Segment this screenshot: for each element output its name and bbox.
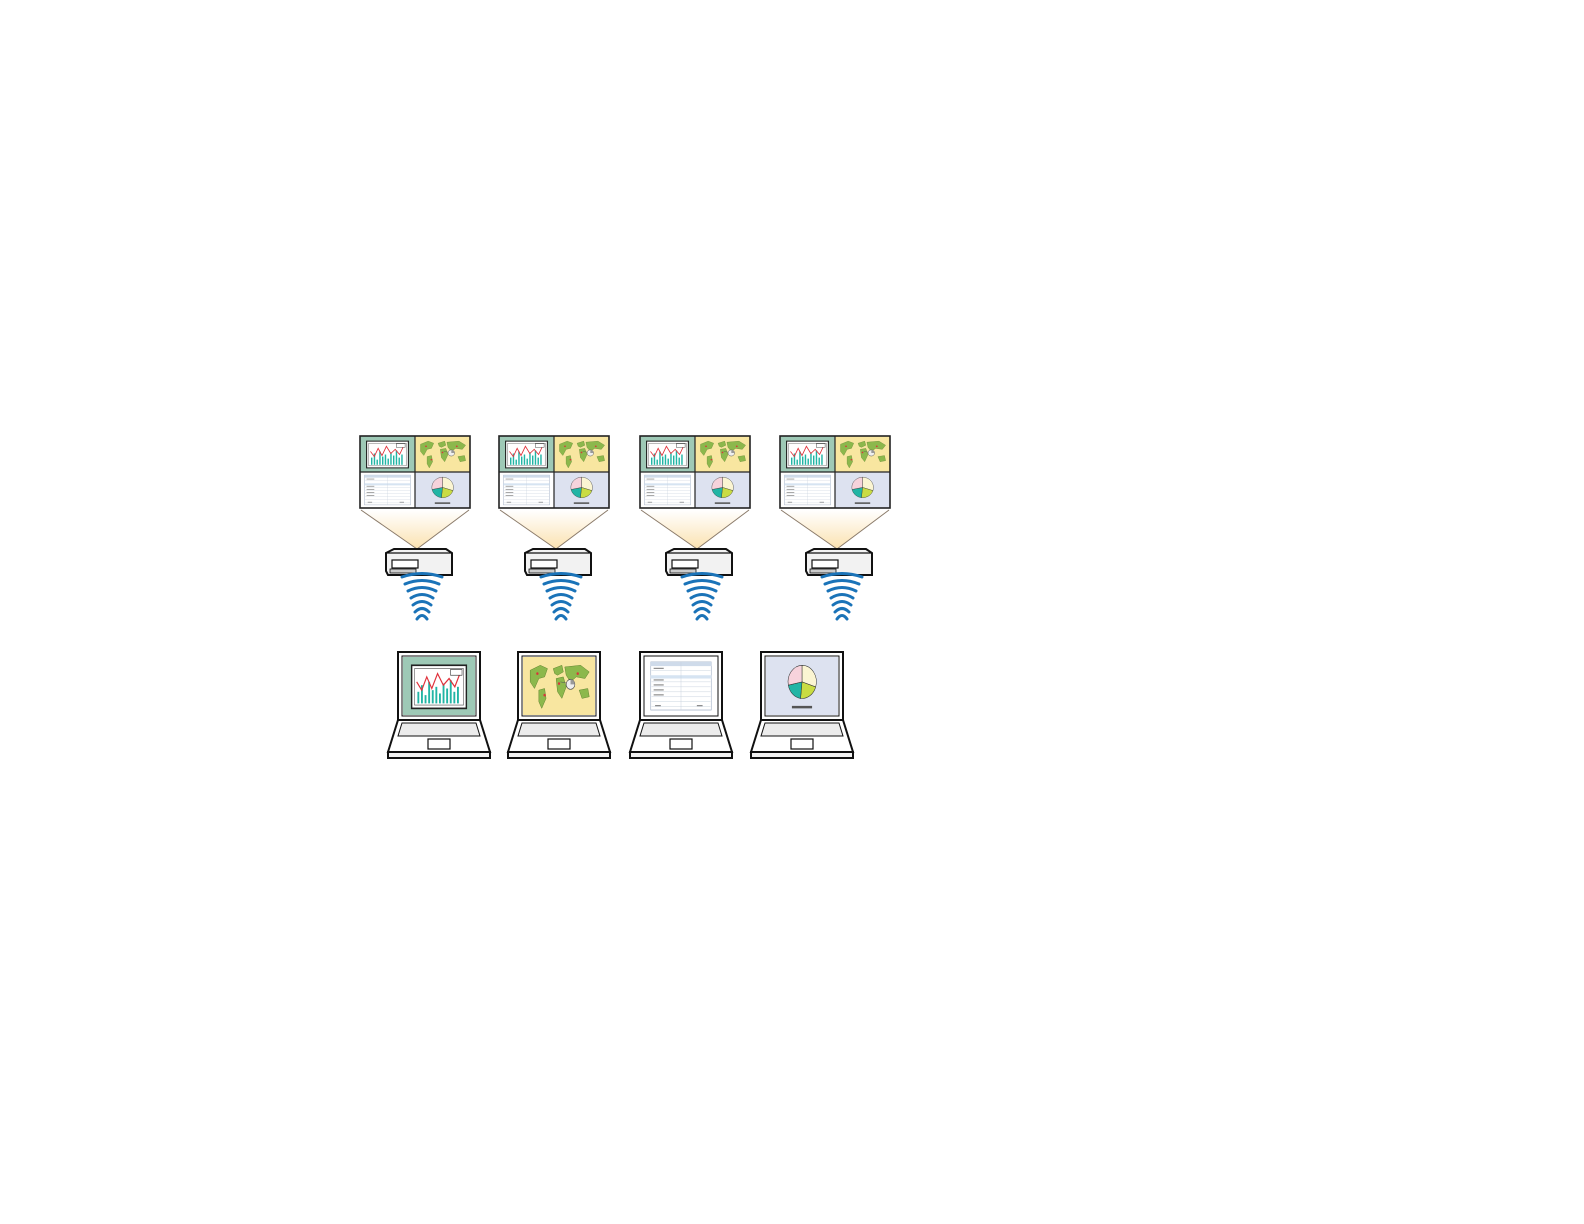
screen-quadrant-line-bar-chart [360, 436, 415, 472]
split-screen [360, 436, 470, 508]
screen-quadrant-line-bar-chart [499, 436, 554, 472]
projector-unit [360, 436, 470, 619]
wifi-icon [402, 574, 442, 620]
laptops [388, 652, 853, 758]
laptop-screen-table-document [645, 657, 717, 715]
laptop-icon [630, 652, 732, 758]
screen-quadrant-table-document [780, 472, 835, 508]
wifi-icon [822, 574, 862, 620]
screen-quadrant-world-map [415, 436, 470, 472]
screen-quadrant-line-bar-chart [640, 436, 695, 472]
projector-unit [780, 436, 890, 619]
screen-quadrant-world-map [835, 436, 890, 472]
screen-quadrant-pie-chart [835, 472, 890, 508]
screen-quadrant-pie-chart [554, 472, 609, 508]
projector-unit [499, 436, 609, 619]
wifi-icon [682, 574, 722, 620]
screen-quadrant-table-document [499, 472, 554, 508]
laptop-screen-line-bar-chart [403, 657, 475, 715]
projector-icon [666, 549, 732, 575]
screen-quadrant-pie-chart [415, 472, 470, 508]
projection-beam [781, 510, 889, 549]
split-screen [780, 436, 890, 508]
projection-beam [641, 510, 749, 549]
wifi-icon [541, 574, 581, 620]
screen-quadrant-line-bar-chart [780, 436, 835, 472]
screen-quadrant-table-document [640, 472, 695, 508]
screen-quadrant-world-map [554, 436, 609, 472]
screen-quadrant-pie-chart [695, 472, 750, 508]
screen-quadrant-world-map [695, 436, 750, 472]
projector-icon [386, 549, 452, 575]
projector-units [360, 436, 890, 619]
split-screen [640, 436, 750, 508]
laptop-screen-world-map [523, 657, 595, 715]
projector-icon [525, 549, 591, 575]
projection-beam [500, 510, 608, 549]
laptop-icon [388, 652, 490, 758]
laptop-icon [751, 652, 853, 758]
laptop-screen-pie-chart [766, 657, 838, 715]
split-screen [499, 436, 609, 508]
screen-quadrant-table-document [360, 472, 415, 508]
laptop-icon [508, 652, 610, 758]
projector-icon [806, 549, 872, 575]
projection-beam [361, 510, 469, 549]
projector-unit [640, 436, 750, 619]
